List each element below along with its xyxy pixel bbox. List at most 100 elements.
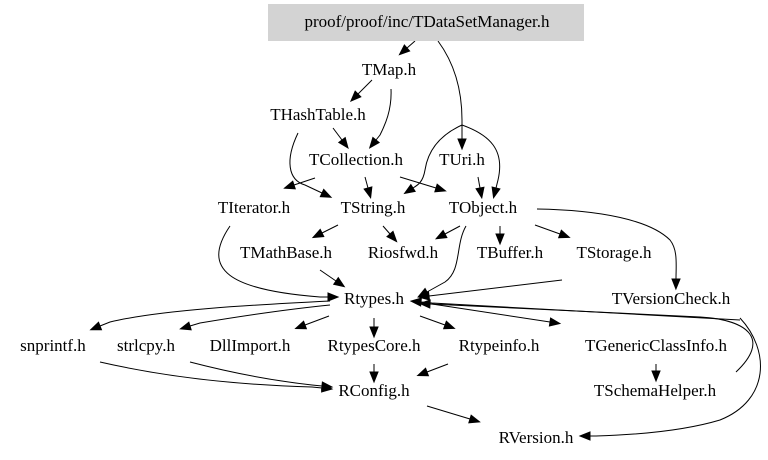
edge-line [428, 279, 563, 297]
edge-tversioncheck-to-rversion [578, 317, 761, 441]
edge-line [382, 225, 391, 235]
arrowhead-icon [319, 188, 333, 198]
edge-tschemahelper-to-rtypes [418, 299, 754, 373]
node-label[interactable]: Rtypeinfo.h [459, 336, 540, 355]
edge-turi-to-tobject [475, 176, 485, 200]
arrowhead-icon [403, 183, 416, 195]
edge-tmap-to-thashtable [349, 79, 373, 103]
edge-line [99, 361, 323, 389]
node-tgenericclassinfo[interactable]: TGenericClassInfo.h [585, 336, 728, 355]
node-rtypescore[interactable]: RtypesCore.h [327, 336, 421, 355]
node-label[interactable]: strlcpy.h [117, 336, 175, 355]
edge-tcollection-to-tstring [363, 176, 373, 199]
edge-line [293, 177, 316, 186]
node-turi[interactable]: TUri.h [439, 150, 485, 169]
edge-line [375, 88, 392, 141]
node-label[interactable]: RtypesCore.h [327, 336, 421, 355]
node-label[interactable]: TGenericClassInfo.h [585, 336, 728, 355]
node-tstorage[interactable]: TStorage.h [576, 243, 652, 262]
node-rconfig[interactable]: RConfig.h [338, 381, 410, 400]
node-tstring[interactable]: TString.h [341, 198, 406, 217]
node-label[interactable]: RVersion.h [499, 428, 574, 447]
edge-line [412, 124, 463, 189]
node-tmap[interactable]: TMap.h [362, 60, 417, 79]
arrowhead-icon [337, 136, 349, 150]
node-tschemahelper[interactable]: TSchemaHelper.h [594, 381, 717, 400]
node-root[interactable]: proof/proof/inc/TDataSetManager.h [268, 4, 584, 41]
node-label[interactable]: proof/proof/inc/TDataSetManager.h [304, 12, 550, 31]
edge-tobject-to-tbuffer [495, 226, 505, 246]
node-label[interactable]: snprintf.h [20, 336, 86, 355]
root-node-box [268, 4, 584, 41]
arrowhead-icon [294, 320, 308, 330]
arrowhead-icon [283, 180, 296, 190]
node-snprintf[interactable]: snprintf.h [20, 336, 86, 355]
node-label[interactable]: TObject.h [449, 198, 518, 217]
node-tobject[interactable]: TObject.h [449, 198, 518, 217]
node-label[interactable]: Rtypes.h [344, 289, 404, 308]
edge-line [289, 132, 323, 194]
arrowhead-icon [349, 90, 362, 103]
node-label[interactable]: TVersionCheck.h [612, 289, 731, 308]
arrowhead-icon [651, 370, 661, 383]
node-label[interactable]: TMap.h [362, 60, 417, 79]
edge-line [419, 315, 446, 326]
edge-line [477, 176, 481, 189]
arrowhead-icon [416, 367, 430, 377]
node-tversioncheck[interactable]: TVersionCheck.h [612, 289, 731, 308]
node-label[interactable]: TStorage.h [576, 243, 652, 262]
edge-line [321, 224, 339, 234]
edge-root-to-tobject [461, 124, 501, 200]
edge-line [461, 124, 501, 189]
edge-line [437, 40, 463, 139]
edge-rtypes-to-snprintf [89, 300, 331, 331]
arrowhead-icon [368, 136, 381, 149]
node-label[interactable]: TUri.h [439, 150, 485, 169]
nodes-layer: proof/proof/inc/TDataSetManager.hTMap.hT… [20, 4, 731, 447]
edge-line [189, 361, 323, 387]
edge-root-to-turi [437, 40, 467, 151]
node-rversion[interactable]: RVersion.h [499, 428, 574, 447]
node-label[interactable]: THashTable.h [270, 105, 366, 124]
node-label[interactable]: Riosfwd.h [368, 243, 439, 262]
edges-layer [89, 40, 761, 441]
node-label[interactable]: TIterator.h [218, 198, 291, 217]
node-label[interactable]: TCollection.h [309, 150, 403, 169]
node-label[interactable]: DllImport.h [210, 336, 291, 355]
edge-rtypes-to-dllimport [294, 315, 330, 330]
node-label[interactable]: TSchemaHelper.h [594, 381, 717, 400]
edge-rtypes-to-rtypeinfo [419, 315, 456, 330]
arrowhead-icon [495, 233, 505, 246]
node-thashtable[interactable]: THashTable.h [270, 105, 366, 124]
arrowhead-icon [398, 44, 411, 56]
edge-line [319, 269, 337, 282]
node-label[interactable]: TString.h [341, 198, 406, 217]
edge-rconfig-to-rversion [426, 405, 481, 424]
node-dllimport[interactable]: DllImport.h [210, 336, 291, 355]
node-label[interactable]: TMathBase.h [240, 243, 333, 262]
node-label[interactable]: RConfig.h [338, 381, 410, 400]
edge-tobject-to-riosfwd [434, 225, 461, 240]
arrowhead-icon [179, 321, 192, 331]
arrowhead-icon [578, 431, 591, 441]
node-rtypeinfo[interactable]: Rtypeinfo.h [459, 336, 540, 355]
arrowhead-icon [386, 230, 398, 243]
edge-titerator-to-rtypes [218, 225, 340, 302]
edge-rtypeinfo-to-rconfig [416, 363, 449, 377]
node-strlcpy[interactable]: strlcpy.h [117, 336, 175, 355]
edge-tmap-to-tcollection [368, 88, 392, 149]
arrowhead-icon [363, 186, 373, 199]
node-riosfwd[interactable]: Riosfwd.h [368, 243, 439, 262]
arrowhead-icon [548, 317, 562, 327]
node-titerator[interactable]: TIterator.h [218, 198, 291, 217]
node-tbuffer[interactable]: TBuffer.h [477, 243, 544, 262]
edge-line [426, 363, 449, 373]
arrowhead-icon [475, 186, 485, 200]
node-tcollection[interactable]: TCollection.h [309, 150, 403, 169]
edge-line [332, 127, 343, 141]
node-label[interactable]: TBuffer.h [477, 243, 544, 262]
edge-tmathbase-to-rtypes [319, 269, 346, 288]
node-rtypes[interactable]: Rtypes.h [344, 289, 404, 308]
node-tmathbase[interactable]: TMathBase.h [240, 243, 333, 262]
edge-line [536, 208, 677, 280]
